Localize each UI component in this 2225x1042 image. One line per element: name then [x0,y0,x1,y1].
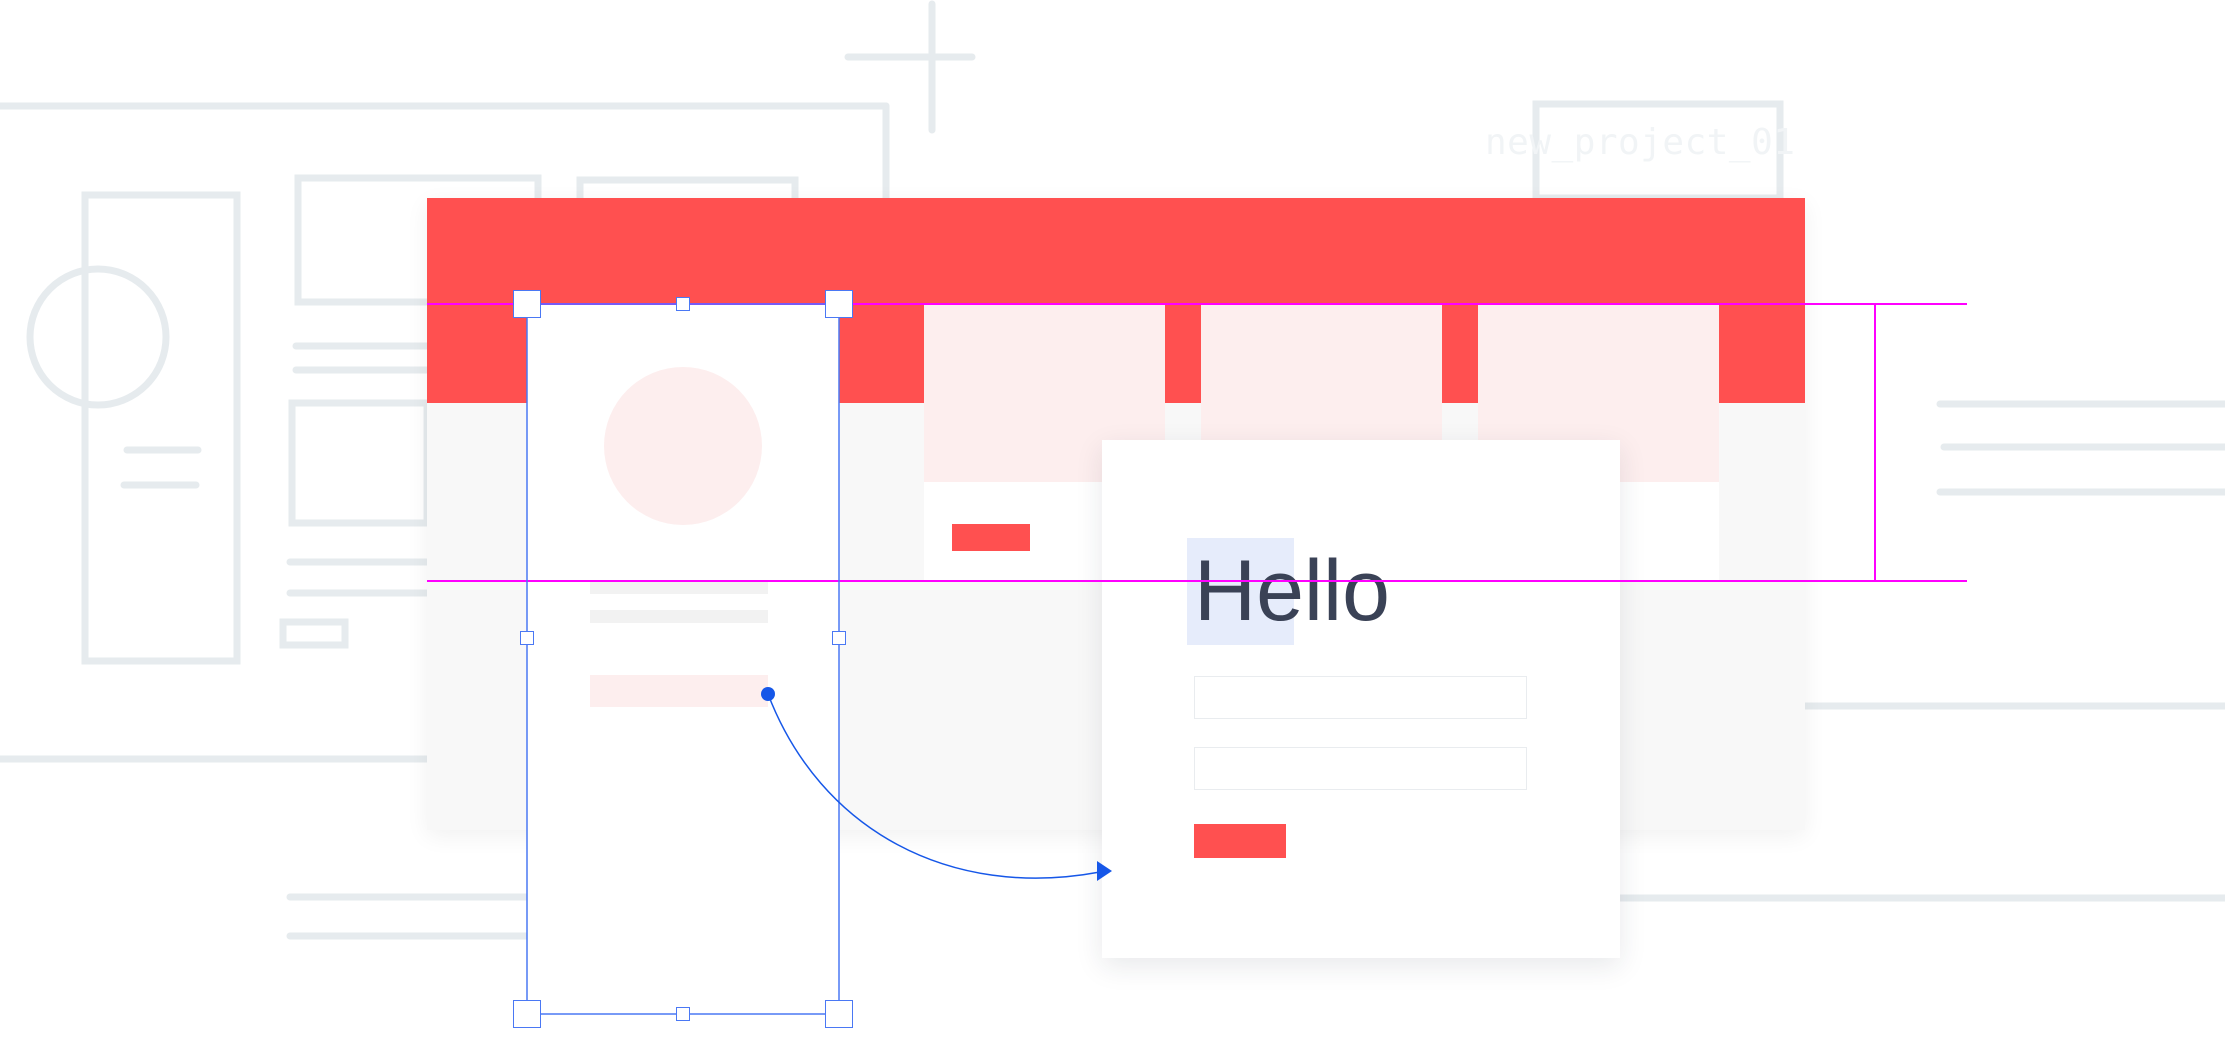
card-button[interactable] [952,524,1030,551]
resize-handle-bottom-left[interactable] [513,1000,541,1028]
resize-handle-bottom[interactable] [676,1007,690,1021]
frame-button-placeholder[interactable] [590,675,768,707]
text-line-placeholder [590,610,768,623]
resize-handle-top[interactable] [676,297,690,311]
alignment-guides [427,303,1967,582]
first-input-field[interactable] [1194,676,1527,719]
second-input-field[interactable] [1194,747,1527,790]
resize-handle-left[interactable] [520,631,534,645]
resize-handle-right[interactable] [832,631,846,645]
selection-outline [526,303,840,1015]
connector-start-dot-icon[interactable] [761,687,775,701]
project-filename: new_project_01 [1485,122,1796,163]
connector-arrowhead-icon [1097,861,1112,881]
resize-handle-top-left[interactable] [513,290,541,318]
text-selection-highlight [1187,538,1294,645]
text-line-placeholder [590,581,768,594]
prototype-connector[interactable] [767,693,1101,879]
resize-handle-bottom-right[interactable] [825,1000,853,1028]
resize-handle-top-right[interactable] [825,290,853,318]
hello-heading[interactable]: Hello [1194,543,1390,639]
submit-button[interactable] [1194,824,1286,858]
avatar-placeholder [604,367,762,525]
